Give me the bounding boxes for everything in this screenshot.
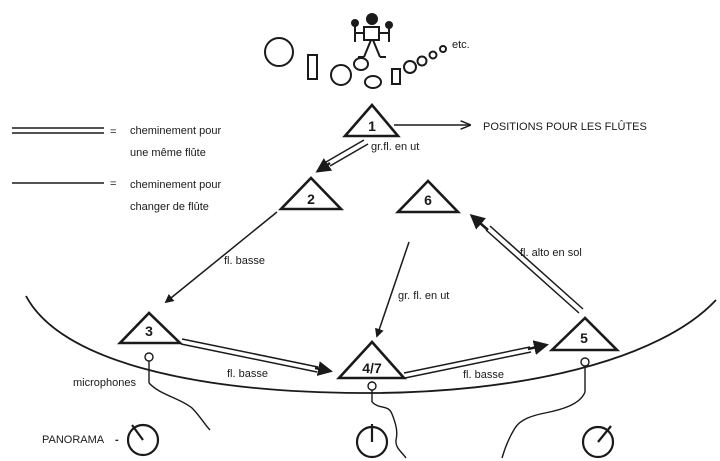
position-5-label: 5 [580,330,588,346]
legend-single-sign: = [110,178,116,190]
panorama-knob-right [581,425,615,459]
large-circle-icon [264,37,294,67]
legend-double-line1: cheminement pour [130,125,221,137]
microphones-label: microphones [73,377,136,389]
path-4-5-label: fl. basse [463,369,504,381]
microphone-icon [144,352,154,362]
legend: = cheminement pour une même flûte = chem… [12,125,221,213]
small-circle-icon [403,60,417,74]
position-3: 3 [116,311,184,345]
path-2-to-3 [164,211,278,304]
path-2-3-label: fl. basse [224,255,265,267]
pan-knob-icon [126,423,160,457]
microphone-icon [367,381,377,391]
tall-rectangle-icon [307,54,318,80]
panorama-dash: - [115,434,119,446]
circle-icon [330,64,352,86]
position-2: 2 [277,176,345,211]
panorama-knob-center [355,424,389,459]
position-3-label: 3 [145,323,153,339]
path-5-to-6 [469,214,584,314]
microphone-center [367,381,407,459]
position-1-label: 1 [368,118,376,134]
microphone-icon [580,357,590,367]
legend-single-line1: cheminement pour [130,179,221,191]
legend-single-line2: changer de flûte [130,201,209,213]
tiny-circle-icon [428,50,438,60]
microphone-left [144,352,211,431]
path-1-to-2 [315,139,369,173]
legend-double-sign: = [110,126,116,138]
path-3-4-label: fl. basse [227,368,268,380]
audience-symbols: etc. [264,13,470,89]
stage-curve [25,295,717,394]
legend-double-line2: une même flûte [130,147,206,159]
path-1-2-label: gr.fl. en ut [371,141,419,153]
path-5-6-label: fl. alto en sol [520,247,582,259]
etc-label: etc. [452,39,470,51]
tiny-circle-icon [439,45,447,53]
path-to-4-label: gr. fl. en ut [398,290,449,302]
path-to-4 [375,241,410,338]
stick-figure-icon [351,13,393,58]
position-4-7: 4/7 [336,340,407,380]
positions-label: POSITIONS POUR LES FLÛTES [483,120,647,133]
position-2-label: 2 [307,191,315,207]
microphone-right [501,357,590,459]
small-rectangle-icon [391,68,401,85]
oval-icon [364,75,382,89]
position-4-7-label: 4/7 [362,360,382,376]
pan-knob-icon [581,425,615,459]
position-1: 1 [342,102,401,138]
legend-double-line [12,127,104,134]
small-circle-icon [416,55,428,67]
position-6-label: 6 [424,192,432,208]
panorama-label: PANORAMA [42,434,105,446]
path-4-to-5 [403,340,549,379]
position-5: 5 [548,316,621,352]
oval-icon [353,57,369,71]
position-6: 6 [394,179,462,214]
panorama-knob-left [126,423,160,457]
path-3-to-4 [180,338,333,377]
